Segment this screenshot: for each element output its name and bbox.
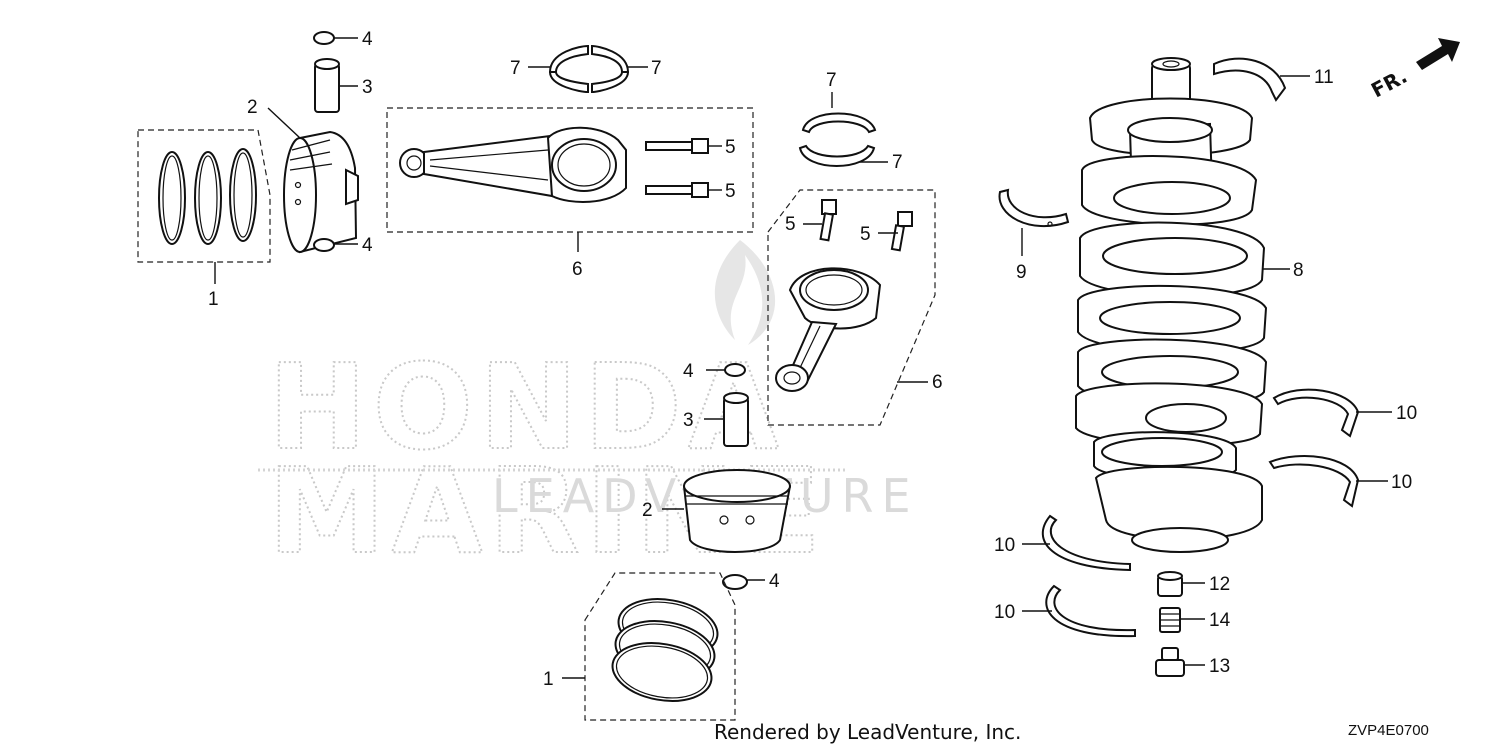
callout-main-bearing: 9 bbox=[1016, 262, 1027, 283]
piston-upper[interactable] bbox=[267, 107, 359, 254]
callout-relief-spring: 14 bbox=[1209, 610, 1231, 631]
thrust-washer-d[interactable] bbox=[1022, 584, 1136, 638]
relief-cap[interactable] bbox=[1157, 571, 1205, 597]
rod-bolt-b[interactable] bbox=[645, 182, 722, 198]
callout-main-bearing-upper: 11 bbox=[1314, 67, 1334, 88]
callout-thrust-washer-b: 10 bbox=[1391, 472, 1412, 493]
thrust-washer-a[interactable] bbox=[1272, 388, 1392, 438]
thrust-washer-b[interactable] bbox=[1268, 455, 1388, 508]
callout-conrod-upper: 6 bbox=[572, 259, 583, 280]
piston-lower[interactable] bbox=[662, 469, 792, 553]
relief-plug[interactable] bbox=[1155, 647, 1205, 677]
callout-relief-cap: 12 bbox=[1209, 574, 1230, 595]
callout-clip-lower-bottom: 4 bbox=[769, 571, 780, 592]
callout-conrod-lower: 6 bbox=[932, 372, 943, 393]
rod-bolt-c[interactable] bbox=[803, 199, 837, 242]
callout-clip-lower-top: 4 bbox=[683, 361, 694, 382]
piston-ring-set-upper[interactable] bbox=[137, 129, 271, 284]
callout-rod-bolt-a: 5 bbox=[725, 137, 736, 158]
relief-spring[interactable] bbox=[1159, 607, 1205, 633]
callout-rod-bolt-b: 5 bbox=[725, 181, 736, 202]
callout-rod-bolt-c: 5 bbox=[785, 214, 796, 235]
piston-pin-clip-lower-bottom[interactable] bbox=[722, 574, 765, 590]
watermark-flame-icon bbox=[714, 240, 776, 345]
callout-relief-plug: 13 bbox=[1209, 656, 1230, 677]
callout-rod-bolt-d: 5 bbox=[860, 224, 871, 245]
callout-ring-set-lower: 1 bbox=[543, 669, 554, 690]
callout-piston-upper: 2 bbox=[247, 97, 258, 118]
rod-bolt-a[interactable] bbox=[645, 138, 722, 154]
main-bearing[interactable] bbox=[998, 188, 1070, 256]
piston-pin-clip-lower-top[interactable] bbox=[706, 363, 746, 377]
front-direction-arrow-icon bbox=[1416, 38, 1460, 70]
callout-bearing-top-right: 7 bbox=[651, 58, 662, 79]
piston-ring-set-lower[interactable] bbox=[562, 572, 736, 721]
main-bearing-upper[interactable] bbox=[1213, 57, 1310, 102]
callout-clip-upper-bottom: 4 bbox=[362, 235, 373, 256]
conrod-bearing-top[interactable] bbox=[528, 44, 648, 94]
crankshaft[interactable] bbox=[1075, 57, 1290, 553]
piston-pin-clip-upper-top[interactable] bbox=[313, 31, 358, 45]
callout-crankshaft: 8 bbox=[1293, 260, 1304, 281]
thrust-washer-c[interactable] bbox=[1022, 514, 1131, 572]
piston-pin-clip-upper-bottom[interactable] bbox=[313, 238, 358, 252]
front-direction-label: FR. bbox=[1367, 64, 1411, 103]
piston-pin-lower[interactable] bbox=[704, 392, 749, 447]
callout-bearing-top-left: 7 bbox=[510, 58, 521, 79]
diagram-code: ZVP4E0700 bbox=[1348, 722, 1429, 739]
callout-bearing-mid-bottom: 7 bbox=[892, 152, 903, 173]
callout-piston-pin-lower: 3 bbox=[683, 410, 694, 431]
callout-thrust-washer-d: 10 bbox=[994, 602, 1015, 623]
callout-bearing-mid-top: 7 bbox=[826, 70, 837, 91]
connecting-rod-lower[interactable] bbox=[767, 189, 936, 426]
conrod-bearing-mid[interactable] bbox=[798, 92, 888, 167]
callout-ring-set-upper: 1 bbox=[208, 289, 219, 310]
callout-thrust-washer-c: 10 bbox=[994, 535, 1015, 556]
rendered-by-footer: Rendered by LeadVenture, Inc. bbox=[714, 720, 1021, 744]
callout-piston-pin-upper: 3 bbox=[362, 77, 373, 98]
rod-bolt-d[interactable] bbox=[878, 211, 913, 252]
callout-piston-lower: 2 bbox=[642, 500, 653, 521]
piston-pin-upper[interactable] bbox=[314, 58, 358, 113]
watermark-brand-line1: HONDA bbox=[268, 338, 785, 476]
connecting-rod-upper[interactable] bbox=[386, 107, 754, 252]
callout-clip-upper-top: 4 bbox=[362, 29, 373, 50]
callout-thrust-washer-a: 10 bbox=[1396, 403, 1417, 424]
